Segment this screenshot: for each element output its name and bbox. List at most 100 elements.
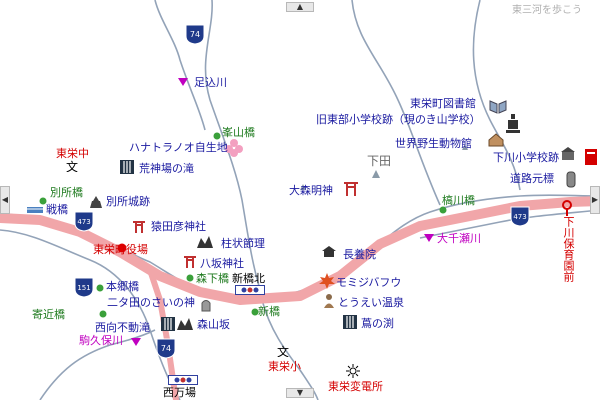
- shrine-gate-icon: [344, 182, 358, 196]
- route-shield-473-west: 473: [74, 211, 94, 232]
- stone-deity-icon: [201, 300, 211, 312]
- label-dorogenpyo: 道路元標: [510, 172, 554, 185]
- label-shimokawa-hoikuen: 下川保育園前: [562, 216, 575, 282]
- label-hongobashi: 本郷橋: [106, 280, 139, 293]
- label-shimoda: 下田: [367, 154, 392, 168]
- power-station-icon: [346, 364, 360, 378]
- label-nishimuki: 西向不動滝: [95, 321, 150, 334]
- river-south: [261, 299, 319, 400]
- school-icon: 文: [66, 160, 78, 172]
- post-box-icon: [585, 149, 597, 165]
- label-moriyamazaka: 森山坂: [197, 318, 230, 331]
- label-okawabashi: 槁川橋: [442, 194, 475, 207]
- river-northeast: [351, 0, 441, 206]
- flower-icon: [225, 139, 243, 157]
- shrine-gate-icon: [133, 221, 145, 233]
- waterfall-icon: [161, 317, 175, 331]
- label-hanatoranoo: ハナトラノオ自生地: [129, 141, 228, 154]
- label-higashisakae-chu: 東栄中: [56, 147, 89, 160]
- svg-text:473: 473: [513, 213, 526, 221]
- bridge-dot-icon: [96, 284, 104, 292]
- route-shield-473-east: 473: [510, 206, 530, 227]
- arrow-left-icon: ◀: [1, 195, 9, 204]
- bridge-dot-icon: [99, 310, 107, 318]
- svg-text:473: 473: [77, 218, 90, 226]
- school-icon: 文: [277, 345, 289, 357]
- arrow-right-icon: ▶: [591, 195, 599, 204]
- route-shield-151: 151: [74, 277, 94, 298]
- label-shimokawa-school: 下川小学校跡: [493, 151, 559, 164]
- castle-icon: [90, 196, 102, 208]
- maple-tree-icon: [319, 273, 335, 289]
- house-icon: [488, 133, 504, 147]
- label-betsushobashi: 別所橋: [50, 186, 83, 199]
- label-shinbashi: 新橋: [258, 305, 280, 318]
- label-arajinba: 荒神場の滝: [139, 162, 194, 175]
- river-east-north: [472, 0, 521, 191]
- label-komakubo: 駒久保川: [79, 334, 123, 347]
- label-kunofuchi: 蔦の渕: [361, 317, 394, 330]
- label-kyu-tobu: 旧東部小学校跡（現のき山学校）: [316, 113, 481, 126]
- scroll-north-button[interactable]: ▲: [286, 2, 314, 12]
- label-library: 東栄町図書館: [410, 97, 476, 110]
- river-marker-icon: [424, 234, 434, 242]
- label-moritabashi: 森下橋: [196, 272, 229, 285]
- site-brand: 東三河を歩こう: [512, 5, 582, 16]
- label-yorichikabashi: 寄近橋: [32, 308, 65, 321]
- milestone-icon: [566, 171, 576, 188]
- arrow-down-icon: ▼: [296, 388, 304, 397]
- label-momiji: モミジバフウ: [336, 276, 402, 289]
- svg-text:151: 151: [77, 284, 90, 292]
- bridge-dot-icon: [39, 197, 47, 205]
- label-town-office: 東栄町役場: [93, 243, 148, 256]
- label-osenkawa: 大千瀬川: [437, 232, 481, 245]
- label-henden: 東栄変電所: [328, 380, 383, 393]
- relief-marks: [300, 144, 468, 190]
- label-zoo: 世界野生動物館: [395, 137, 472, 150]
- label-sarutahiko: 猿田彦神社: [151, 220, 206, 233]
- bridge-dot-icon: [213, 132, 221, 140]
- building-icon: [561, 147, 575, 160]
- bus-stop-pin-icon: [562, 200, 572, 216]
- shrine-gate-icon: [184, 256, 196, 268]
- river-marker-icon: [178, 78, 188, 86]
- temple-icon: [322, 246, 336, 257]
- rock-icon: [197, 236, 213, 248]
- bridge-dot-icon: [439, 206, 447, 214]
- river-north-branch: [154, 0, 206, 131]
- scroll-south-button[interactable]: ▼: [286, 388, 314, 398]
- label-shinhashikita: 新橋北: [232, 272, 265, 285]
- river-marker-icon: [131, 338, 141, 346]
- svg-text:74: 74: [190, 30, 200, 39]
- hot-spring-person-icon: [324, 294, 334, 308]
- label-minenoyamabashi: 峯山橋: [222, 126, 255, 139]
- rock-icon: [177, 318, 193, 330]
- label-betsushojoato: 別所城跡: [106, 195, 150, 208]
- waterfall-icon: [343, 315, 357, 329]
- river-sw: [39, 329, 156, 400]
- road-main: [0, 196, 600, 305]
- label-ashikomigawa: 足込川: [194, 76, 227, 89]
- scroll-east-button[interactable]: ▶: [590, 186, 600, 214]
- statue-icon: [506, 114, 520, 133]
- waterfall-icon: [120, 160, 134, 174]
- label-saiba: 西万場: [163, 386, 196, 399]
- route-shield-74-north: 74: [185, 24, 205, 45]
- svg-text:文: 文: [277, 345, 289, 357]
- route-shield-74-south: 74: [156, 338, 176, 359]
- label-hashiragoku: 柱状節理: [221, 237, 265, 250]
- bridge-icon: [27, 207, 43, 213]
- label-chogin: 長養院: [343, 248, 376, 261]
- bridge-dot-icon: [186, 274, 194, 282]
- scroll-west-button[interactable]: ◀: [0, 186, 10, 214]
- river-west: [0, 229, 181, 400]
- bridge-dot-icon: [251, 308, 259, 316]
- label-yasaka: 八坂神社: [200, 257, 244, 270]
- label-omori: 大森明神: [289, 184, 333, 197]
- office-marker-icon: [117, 243, 127, 253]
- label-nitamata: 二タ田のさいの神: [107, 296, 195, 309]
- bus-stop-icon: [235, 285, 265, 295]
- svg-text:74: 74: [161, 344, 171, 353]
